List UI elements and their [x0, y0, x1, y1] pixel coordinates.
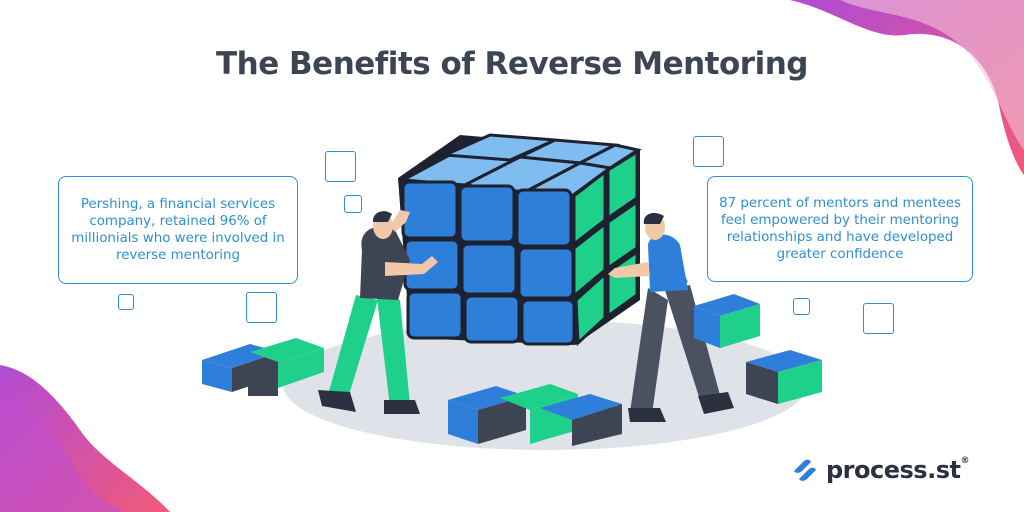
deco-square	[246, 292, 277, 323]
deco-square	[344, 195, 362, 213]
callout-right: 87 percent of mentors and mentees feel e…	[707, 176, 973, 282]
page-title: The Benefits of Reverse Mentoring	[216, 46, 808, 82]
deco-square	[693, 136, 724, 167]
brand-name-suffix: st	[935, 456, 961, 484]
callout-right-text: 87 percent of mentors and mentees feel e…	[719, 196, 961, 262]
deco-square	[863, 303, 894, 334]
callout-left: Pershing, a financial services company, …	[58, 176, 298, 284]
rubiks-cube-illustration	[397, 133, 642, 347]
process-st-logo-icon	[794, 459, 816, 481]
deco-square	[793, 298, 810, 315]
brand-name-main: process.	[826, 456, 936, 484]
person-left-illustration	[318, 210, 438, 414]
person-right-illustration	[608, 212, 734, 422]
callout-left-text: Pershing, a financial services company, …	[71, 197, 285, 263]
registered-mark: ®	[960, 456, 969, 466]
brand-name: process.st®	[826, 456, 969, 484]
process-st-logo[interactable]: process.st®	[790, 453, 969, 487]
block-illustration	[202, 294, 822, 446]
deco-square	[118, 294, 134, 310]
floor-shadow	[283, 320, 807, 450]
deco-square	[325, 151, 356, 182]
